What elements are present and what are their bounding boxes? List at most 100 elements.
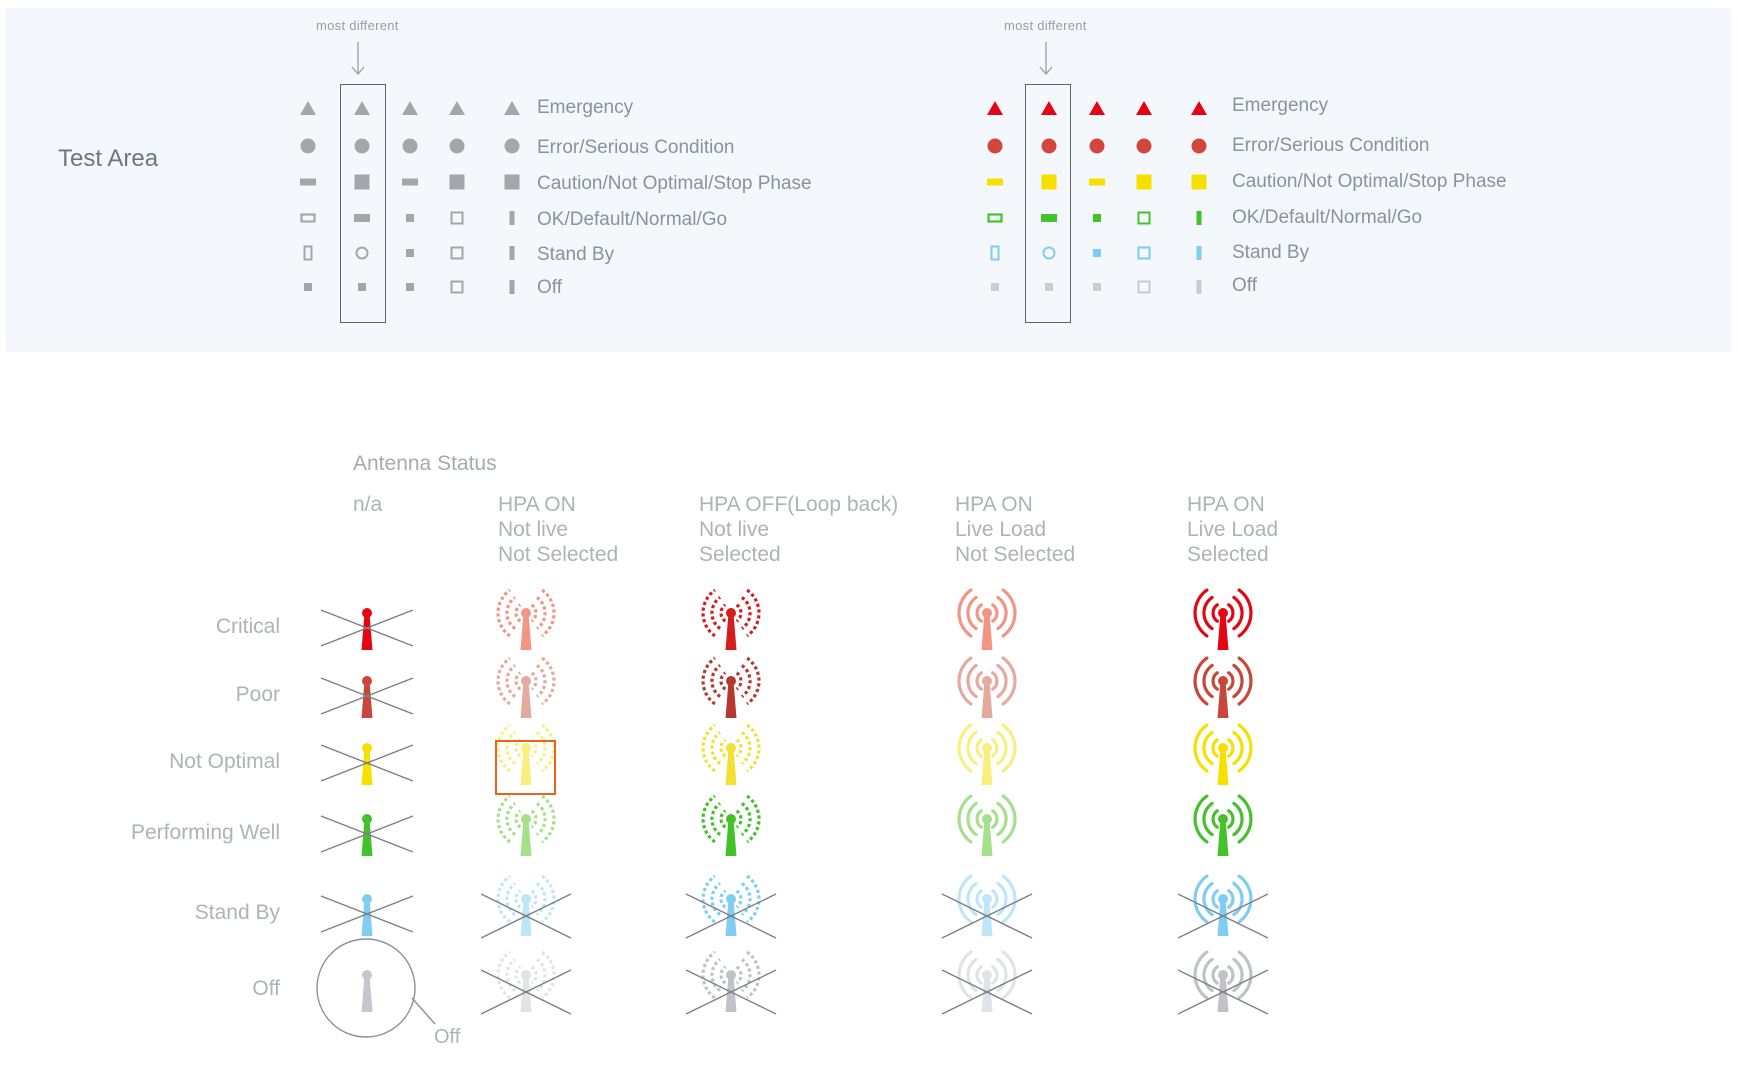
antenna-icon [1193,794,1253,856]
column-header-line: Not Selected [498,543,619,566]
circle-icon [1089,138,1105,154]
triangle-icon [1136,101,1152,115]
antenna-icon [957,656,1017,718]
vertical-bar-icon [509,280,515,294]
grey-symbol-grid [300,101,520,294]
rect-icon [354,214,370,222]
most-different-hint-right: most different [1004,18,1087,33]
antenna-icon [361,743,373,785]
vertical-bar-icon [1196,211,1202,225]
outlined-square-icon [1137,280,1151,294]
antenna-icon [496,874,556,936]
cross-icon [685,969,777,1015]
outlined-vertical-rect-icon [303,245,313,261]
test-area-title: Test Area [58,145,159,172]
square-icon [354,174,370,190]
outlined-rect-icon [300,213,316,223]
column-header-line: Selected [1187,543,1269,566]
legend-label: Off [537,277,562,298]
circle-icon [987,138,1003,154]
vertical-bar-icon [509,246,515,260]
antenna-icon [361,970,373,1012]
vertical-bar-icon [1196,246,1202,260]
legend-label: OK/Default/Normal/Go [1232,207,1423,228]
most-different-column-box [340,84,386,323]
dash-icon [1089,178,1105,186]
square-icon [1041,174,1057,190]
column-header-line: HPA OFF(Loop back) [699,493,899,516]
cross-icon [1177,893,1269,939]
legend-label: Emergency [1232,95,1329,116]
test-area-band [6,8,1732,352]
outlined-square-icon [450,211,464,225]
off-leader-line [411,997,436,1025]
small-square-icon [406,283,414,291]
antenna-column-header: n/a [353,492,382,517]
antenna-icon [957,794,1017,856]
column-header-line: Not live [699,518,770,541]
outlined-vertical-rect-icon [990,245,1000,261]
antenna-icon [361,814,373,856]
small-square-icon [406,214,414,222]
antenna-icon [1193,874,1253,936]
circle-icon [1191,138,1207,154]
cross-icon [320,744,414,782]
legend-label: Stand By [1232,242,1310,263]
vertical-bar-icon [509,211,515,225]
column-header-line: Selected [699,543,781,566]
antenna-icon [701,874,761,936]
triangle-icon [402,101,418,115]
legend-label: Emergency [537,97,634,118]
column-header-line: Live Load [1187,518,1279,541]
circle-icon [1041,138,1057,154]
down-arrow-icon [1039,42,1053,75]
antenna-icon [496,656,556,718]
triangle-icon [1089,101,1105,115]
small-square-icon [1093,283,1101,291]
antenna-row-label: Off [252,977,280,1000]
dash-icon [402,178,418,186]
antenna-icon [1193,656,1253,718]
column-header-line: Not Selected [955,543,1076,566]
dash-icon [987,178,1003,186]
cross-icon [320,895,414,933]
column-header-line: Not live [498,518,569,541]
column-header-line: HPA ON [1187,493,1265,516]
antenna-icon [1193,588,1253,650]
antenna-icon [957,588,1017,650]
column-header-line: n/a [353,493,383,516]
triangle-icon [1191,101,1207,115]
outlined-square-icon [1137,211,1151,225]
antenna-row-label: Stand By [194,901,280,924]
legend-label: OK/Default/Normal/Go [537,209,728,230]
antenna-icon [701,950,761,1012]
antenna-icon [701,794,761,856]
circle-icon [354,138,370,154]
cross-icon [1177,969,1269,1015]
circle-icon [300,138,316,154]
triangle-icon [987,101,1003,115]
circle-icon [402,138,418,154]
antenna-icon [361,608,373,650]
cross-icon [320,677,414,715]
triangle-icon [354,101,370,115]
cross-icon [320,609,414,647]
antenna-icon [1193,723,1253,785]
antenna-icon [496,950,556,1012]
dash-icon [300,178,316,186]
off-annotation: Off [434,1026,461,1048]
rect-icon [1041,214,1057,222]
most-different-hint-left: most different [316,18,399,33]
column-header-line: HPA ON [955,493,1033,516]
legend-label: Error/Serious Condition [1232,135,1430,156]
cross-icon [941,893,1033,939]
antenna-icon [701,723,761,785]
antenna-icon [361,676,373,718]
legend-label: Error/Serious Condition [537,137,735,158]
small-square-icon [406,249,414,257]
legend-label: Caution/Not Optimal/Stop Phase [537,173,812,194]
column-header-line: Live Load [955,518,1047,541]
